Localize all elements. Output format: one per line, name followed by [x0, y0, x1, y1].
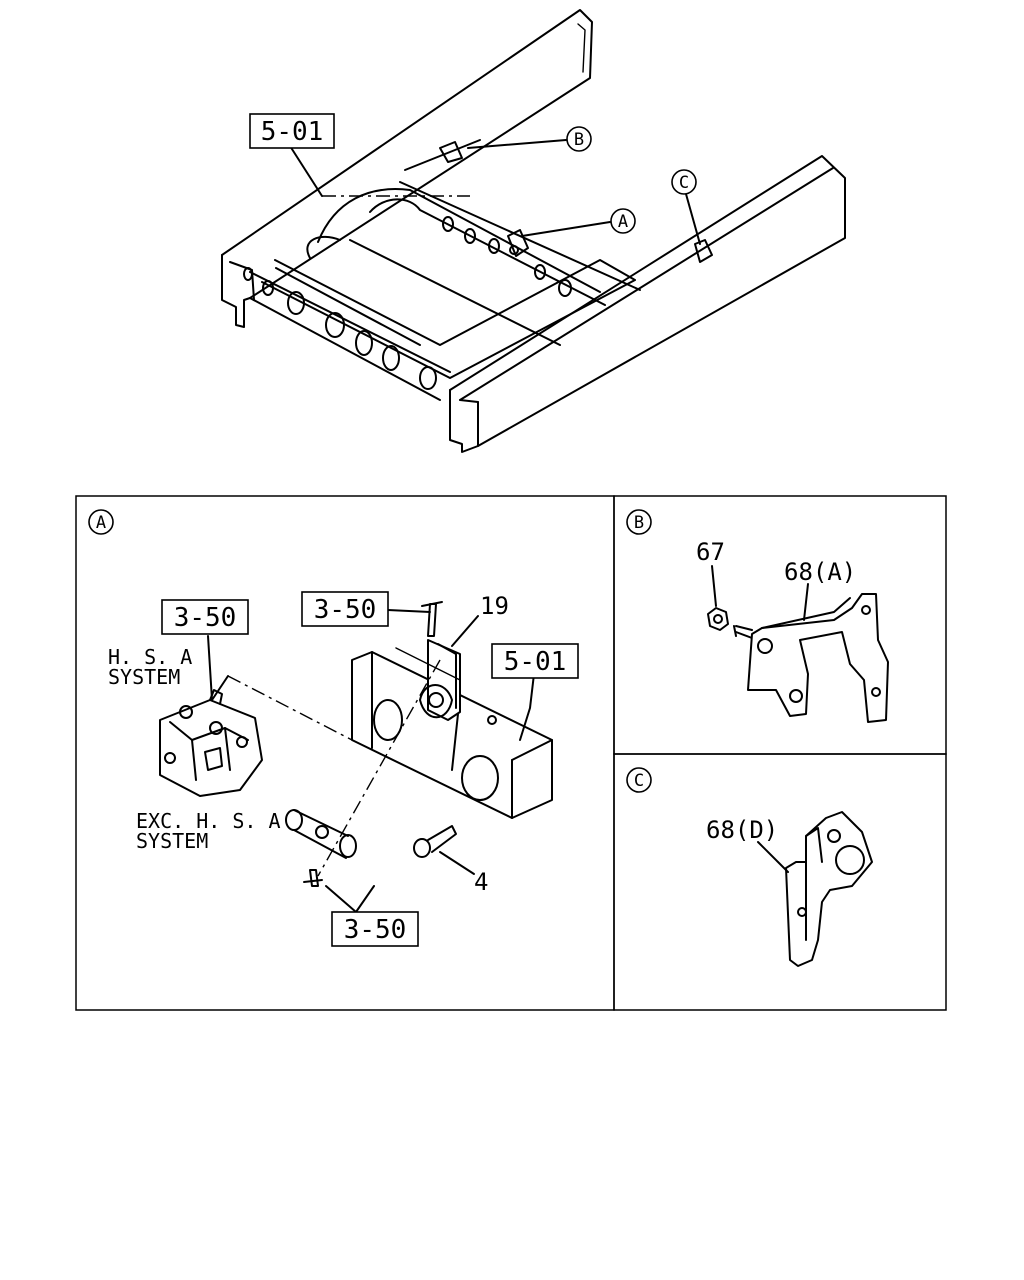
bottom-ref-label: 3-50 [344, 915, 407, 945]
top-bolt-drawing [421, 601, 443, 637]
bolt-b-drawing [733, 625, 753, 639]
detail-frame-ref-label: 5-01 [504, 647, 567, 677]
callout-c-label: C [679, 173, 689, 193]
bracket-68d-leader [757, 841, 789, 873]
detail-c-frame [613, 753, 947, 1011]
top-ref-box: 3-50 [301, 591, 389, 627]
exc-hsa-system-label-line1: EXC. H. S. A [136, 809, 281, 833]
hsa-center-line [227, 675, 353, 741]
bolt-4-drawing [413, 825, 457, 858]
detail-c-badge: C [626, 767, 652, 793]
callout-b: B [566, 126, 592, 152]
spacer-center-line [317, 659, 441, 877]
part-19-label: 19 [480, 592, 509, 620]
chassis-frame-drawing [221, 9, 846, 453]
detail-c-badge-label: C [634, 771, 644, 791]
bracket-19-leader [451, 615, 479, 647]
bottom-ref-leader [325, 885, 375, 913]
hsa-ref-label: 3-50 [174, 603, 237, 633]
callout-a-label: A [618, 212, 628, 232]
part-4-label: 4 [474, 868, 488, 896]
detail-frame-ref-box: 5-01 [491, 643, 579, 679]
exc-hsa-system-label-line2: SYSTEM [136, 829, 208, 853]
top-ref-label: 3-50 [314, 595, 377, 625]
hsa-ref-box: 3-50 [161, 599, 249, 635]
callout-b-label: B [574, 130, 584, 150]
bottom-ref-box: 3-50 [331, 911, 419, 947]
bracket-drop-line [451, 713, 459, 771]
hsa-unit-drawing [159, 689, 263, 797]
hsa-label-leader [211, 675, 229, 701]
detail-b-badge: B [626, 509, 652, 535]
bracket-68d-drawing [785, 811, 873, 967]
bolt-4-leader [439, 851, 475, 875]
part-67-label: 67 [696, 538, 725, 566]
bracket-19-drawing [419, 639, 461, 721]
nut-67-leader [711, 565, 717, 607]
overview-frame-ref-label: 5-01 [261, 117, 324, 147]
detail-b-badge-label: B [634, 513, 644, 533]
callout-a: A [610, 208, 636, 234]
hsa-ref-leader [207, 635, 213, 701]
callout-c: C [671, 169, 697, 195]
hsa-system-label-line2: SYSTEM [108, 665, 180, 689]
detail-a-badge: A [88, 509, 114, 535]
clip-rod [395, 647, 461, 681]
lower-bolt-drawing [303, 869, 323, 887]
bracket-68a-leader [803, 583, 809, 621]
overview-frame-ref: 5-01 [249, 113, 335, 149]
nut-67-drawing [707, 607, 729, 631]
detail-a-badge-label: A [96, 513, 106, 533]
hsa-system-label-line1: H. S. A [108, 645, 192, 669]
bracket-68a-drawing [747, 593, 889, 723]
spacer-pipe-drawing [285, 809, 357, 859]
part-68d-label: 68(D) [706, 816, 778, 844]
frame-section-drawing [351, 651, 553, 819]
top-ref-leader [387, 609, 431, 613]
detail-frame-ref-leader [519, 673, 535, 741]
part-68a-label: 68(A) [784, 558, 856, 586]
